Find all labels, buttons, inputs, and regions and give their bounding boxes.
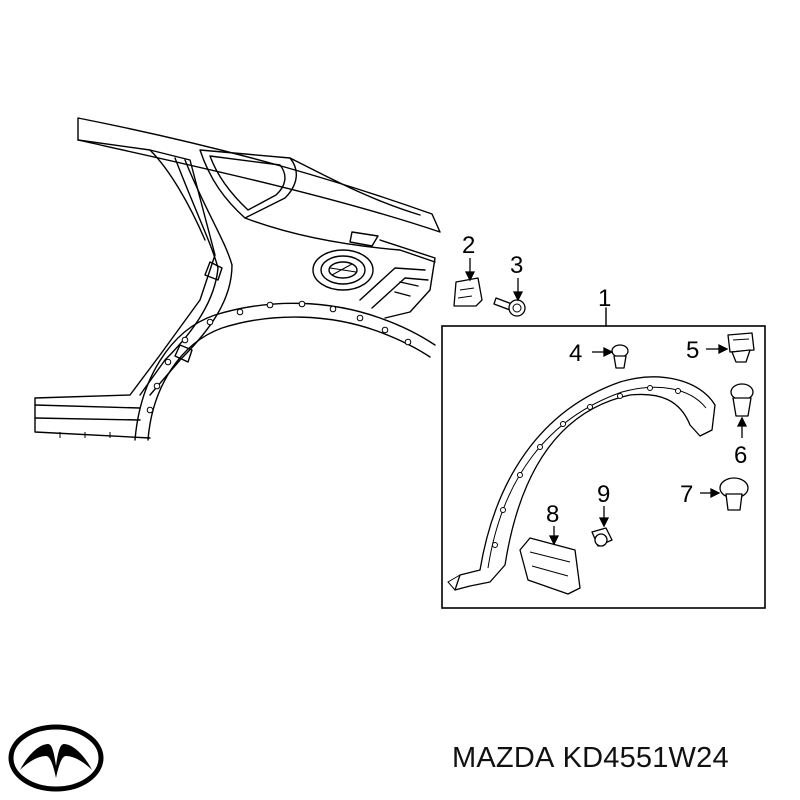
part-4-push-clip [611,344,629,369]
mazda-logo-icon [8,724,104,792]
fuel-door [312,249,374,291]
part-9-clip [591,527,613,547]
callout-3: 3 [510,252,523,279]
part-8-mud-guard [519,537,581,595]
callout-5: 5 [686,337,699,364]
part-2-bracket [453,277,483,307]
part-3-screw [493,297,526,317]
part-7-clip [719,477,749,511]
callout-9: 9 [597,481,610,508]
part-1-wheel-arch-flare [447,376,716,591]
leader-arrows [464,258,748,546]
brand-name: MAZDA [452,742,555,774]
arch-holes [146,300,412,414]
callout-8: 8 [546,501,559,528]
part-5-clip [727,332,755,363]
callout-7: 7 [680,481,693,508]
flare-holes [492,385,681,548]
quarter-panel [34,117,441,441]
assembly-1-box [441,325,766,609]
callout-1: 1 [598,285,611,312]
callout-2: 2 [462,232,475,259]
part-number: KD4551W24 [562,742,729,774]
part-6-clip [730,383,754,417]
callout-4: 4 [569,340,582,367]
part-caption: MAZDA KD4551W24 [452,742,729,775]
callout-6: 6 [734,442,747,469]
